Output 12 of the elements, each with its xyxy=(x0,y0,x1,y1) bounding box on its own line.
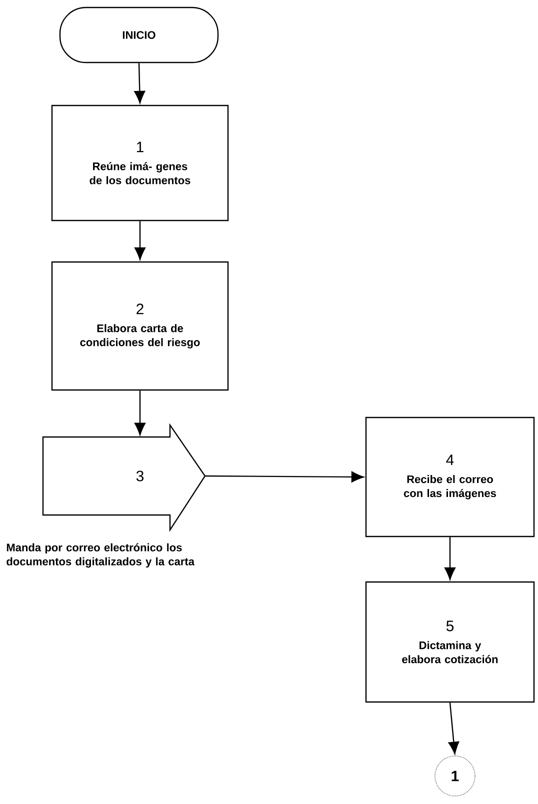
start-terminal: INICIO xyxy=(59,6,219,64)
arrow xyxy=(134,221,146,260)
arrow xyxy=(134,390,146,436)
arrow xyxy=(205,471,364,482)
process-box: 2 Elabora carta de condiciones del riesgo xyxy=(51,261,229,391)
process-box: 4 Recibe el correo con las imágenes xyxy=(365,416,535,538)
process-box: 1 Reúne imá- genes de los documentos xyxy=(51,104,229,222)
arrow xyxy=(444,537,456,580)
step-caption: Manda por correo electrónico los documentos digitalizados y la carta xyxy=(6,543,195,568)
process-box: 5 Dictamina y elabora cotización xyxy=(365,581,535,703)
arrow xyxy=(134,63,146,104)
arrow xyxy=(448,702,460,754)
